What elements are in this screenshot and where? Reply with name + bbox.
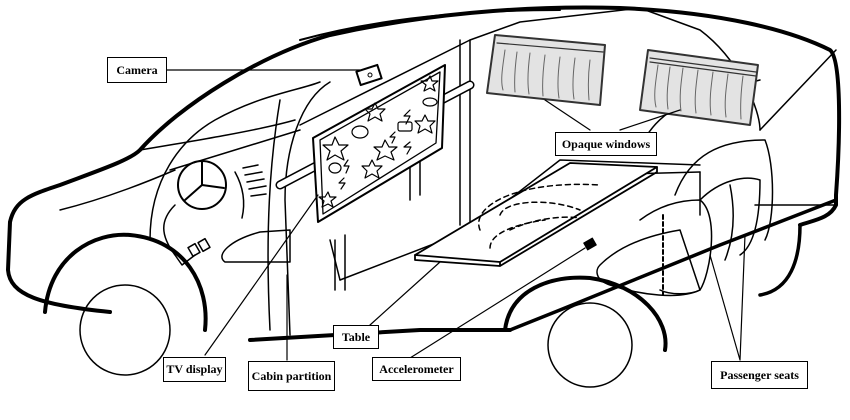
- accelerometer-leader: [409, 247, 586, 359]
- table-drawing: [414, 162, 658, 267]
- label-accelerometer: Accelerometer: [372, 357, 461, 381]
- label-passenger-seats: Passenger seats: [711, 361, 808, 389]
- rear-wheel: [503, 275, 668, 388]
- dashboard-vents: [234, 164, 267, 219]
- front-wheel: [43, 232, 208, 376]
- tv-display-leader: [204, 194, 319, 356]
- passenger-seats-drawing: [596, 139, 774, 297]
- pedals: [163, 204, 211, 266]
- door-frame: [149, 81, 331, 336]
- label-camera: Camera: [107, 57, 167, 83]
- callout-lines: [166, 69, 746, 361]
- label-cabin-partition: Cabin partition: [248, 361, 335, 391]
- camera-device: [355, 63, 383, 87]
- opaque-windows-leader: [544, 99, 681, 131]
- tv-display-drawing: [312, 64, 446, 223]
- front-seat: [221, 229, 291, 263]
- label-table: Table: [333, 325, 379, 349]
- table-leader: [369, 261, 441, 326]
- car-body: [6, 5, 842, 342]
- passenger-seats-leader: [709, 234, 746, 361]
- steering-wheel: [177, 160, 227, 210]
- accelerometer-device: [583, 237, 597, 251]
- label-tv-display: TV display: [163, 357, 226, 382]
- opaque-windows-drawing: [486, 34, 759, 126]
- label-opaque-windows: Opaque windows: [555, 132, 657, 156]
